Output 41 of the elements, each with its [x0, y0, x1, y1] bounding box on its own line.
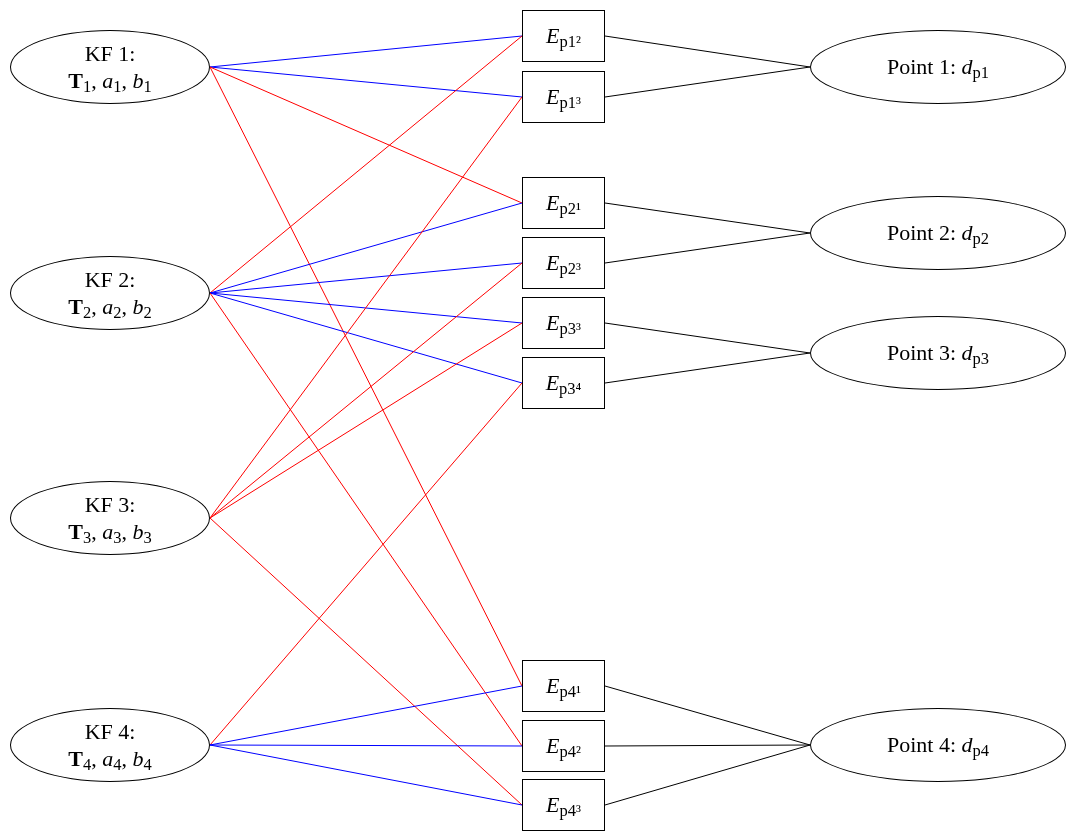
ellipse-node: KF 1: T$_{1}$, a$_{1}$, b$_{1}$	[10, 30, 210, 104]
connector-line	[209, 262, 523, 519]
connector-line	[209, 322, 523, 519]
connector-line	[604, 352, 811, 384]
ellipse-node: Point 4: d$_{p4}$	[810, 708, 1066, 782]
ellipse-node: Point 2: d$_{p2}$	[810, 196, 1066, 270]
connector-line	[604, 322, 811, 354]
ellipse-node: KF 2: T$_{2}$, a$_{2}$, b$_{2}$	[10, 256, 210, 330]
factor-box: E$_{p2¹}$	[522, 177, 605, 229]
connector-line	[209, 66, 523, 204]
factor-box: E$_{p3⁴}$	[522, 357, 605, 409]
connector-line	[209, 517, 523, 806]
factor-box: E$_{p3³}$	[522, 297, 605, 349]
factor-box: E$_{p1²}$	[522, 10, 605, 62]
connector-line	[209, 382, 523, 746]
connector-line	[209, 35, 523, 68]
connector-line	[209, 66, 523, 98]
connector-line	[604, 202, 811, 234]
connector-line	[209, 744, 523, 747]
connector-line	[209, 66, 523, 687]
factor-box: E$_{p2³}$	[522, 237, 605, 289]
ellipse-node: KF 4: T$_{4}$, a$_{4}$, b$_{4}$	[10, 708, 210, 782]
connector-line	[209, 292, 523, 747]
factor-box: E$_{p4³}$	[522, 779, 605, 831]
factor-box: E$_{p4²}$	[522, 720, 605, 772]
connector-line	[209, 96, 523, 519]
ellipse-node: Point 3: d$_{p3}$	[810, 316, 1066, 390]
factor-box: E$_{p4¹}$	[522, 660, 605, 712]
connector-line	[209, 35, 523, 294]
factor-box: E$_{p1³}$	[522, 71, 605, 123]
connector-line	[209, 262, 523, 294]
connector-line	[604, 232, 811, 264]
connector-line	[604, 35, 811, 68]
connector-line	[604, 744, 811, 747]
connector-line	[604, 744, 811, 806]
connector-line	[604, 66, 811, 98]
connector-line	[209, 744, 523, 806]
ellipse-node: KF 3: T$_{3}$, a$_{3}$, b$_{3}$	[10, 481, 210, 555]
ellipse-node: Point 1: d$_{p1}$	[810, 30, 1066, 104]
connector-line	[209, 292, 523, 384]
connector-line	[209, 292, 523, 324]
